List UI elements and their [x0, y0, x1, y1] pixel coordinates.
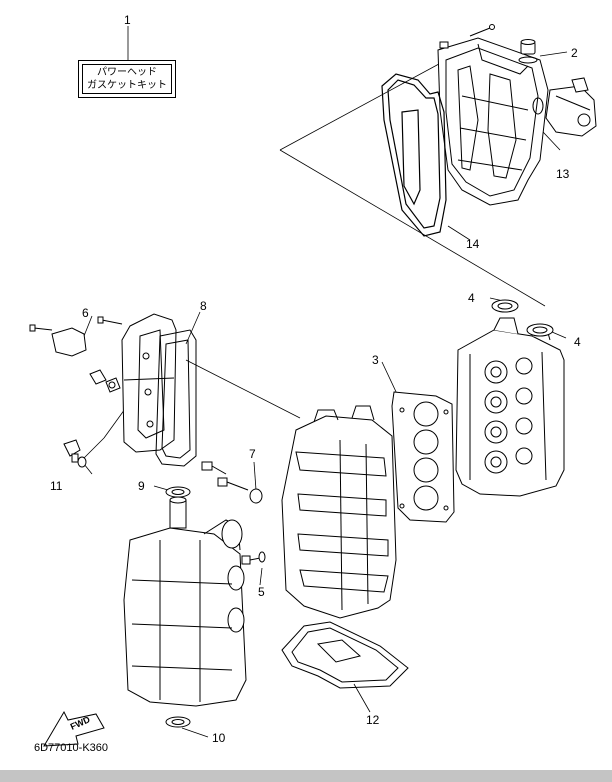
gasket-kit-label-line1: パワーヘッド: [97, 67, 157, 78]
callout-1: 1: [124, 13, 131, 27]
exhaust-cover-gasket: [155, 329, 197, 467]
callout-8: 8: [200, 299, 207, 313]
callout-5: 5: [258, 585, 265, 599]
thermostat-assembly: [532, 77, 597, 137]
cylinder-block: [281, 405, 397, 619]
callout-6: 6: [82, 306, 89, 320]
diagram-code: 6D77010-K360: [34, 742, 109, 754]
callout-numbers: 1 2 3 4 4 5 6 7 8 9 10 11 12 13 14: [50, 13, 581, 745]
callout-13: 13: [556, 167, 570, 181]
callout-3: 3: [372, 353, 379, 367]
footer-bar: [0, 770, 612, 782]
oil-filler-cap: [518, 39, 538, 64]
part-11-fitting: [63, 439, 87, 468]
oil-pan-gasket: [281, 621, 409, 689]
cylinder-head: [455, 317, 565, 497]
part-7-fitting: [201, 461, 263, 504]
callout-2: 2: [571, 46, 578, 60]
gasket-kit-label-inner: パワーヘッド ガスケットキット: [82, 64, 172, 94]
head-gasket: [391, 391, 455, 523]
callout-12: 12: [366, 713, 380, 727]
gasket-kit-label-line2: ガスケットキット: [87, 80, 167, 91]
seals-part-4: [491, 299, 554, 337]
part-6-fitting: [29, 316, 123, 393]
crankcase: [123, 496, 247, 707]
bolt-part-5: [241, 551, 266, 565]
oil-seals: [165, 486, 191, 728]
leader-lines: [81, 26, 568, 738]
callout-10: 10: [212, 731, 226, 745]
exhaust-cover: [121, 313, 177, 453]
callout-11: 11: [50, 479, 63, 493]
gasket-kit-label: パワーヘッド ガスケットキット: [78, 60, 176, 98]
fwd-arrow: FWD: [43, 710, 105, 747]
head-cover-gasket: [381, 73, 447, 237]
callout-14: 14: [466, 237, 480, 251]
callout-4a: 4: [468, 291, 475, 305]
callout-7: 7: [249, 447, 256, 461]
callout-4b: 4: [574, 335, 581, 349]
callout-9: 9: [138, 479, 145, 493]
cylinder-head-cover: [437, 24, 549, 206]
